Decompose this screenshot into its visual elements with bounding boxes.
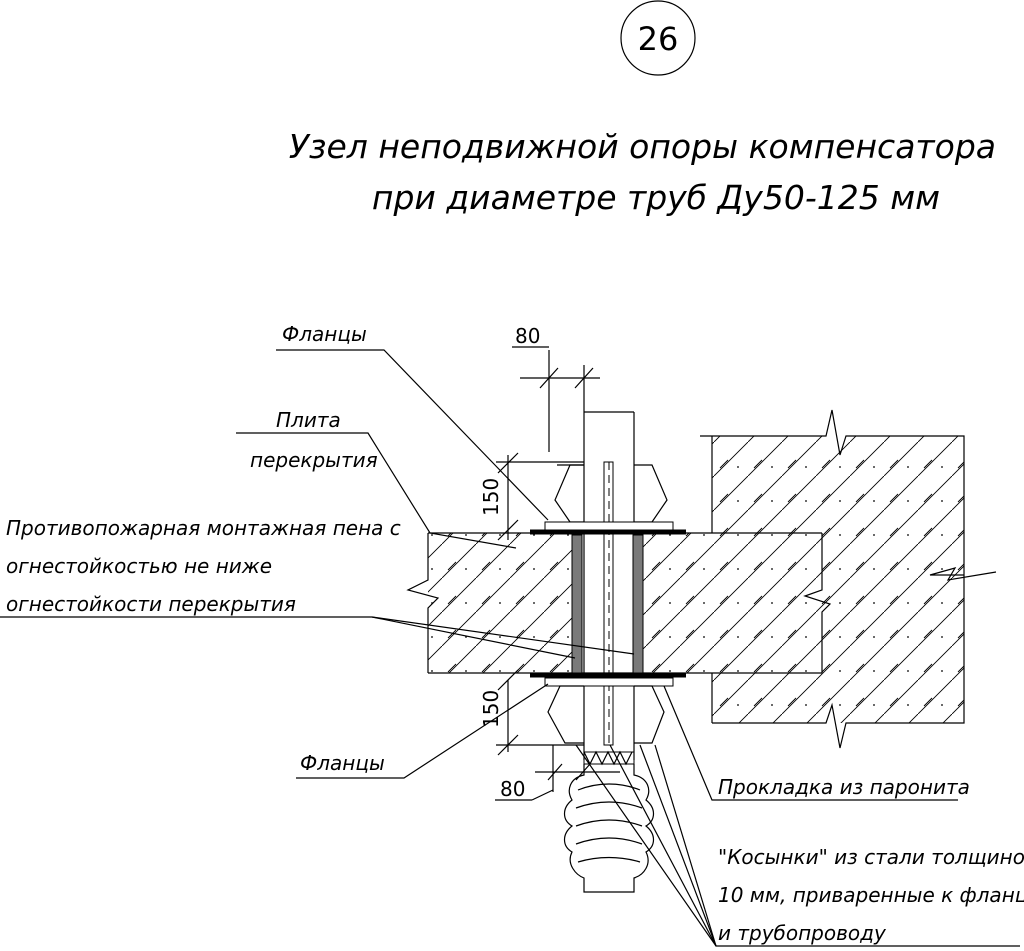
dim-bottom-height: 150 [479,690,503,728]
bellows-compensator [563,764,655,893]
label-foam-line3: огнестойкости перекрытия [6,592,296,616]
floor-slab [406,532,822,674]
label-gussets-line2: 10 мм, приваренные к фланцу [718,883,1024,907]
flanges [530,521,686,687]
label-gasket: Прокладка из паронита [718,775,970,799]
label-gussets-line1: "Косынки" из стали толщиной [718,845,1024,869]
label-gussets-line3: и трубопроводу [718,921,887,945]
drawing-title-line1: Узел неподвижной опоры компенсатора [289,127,996,166]
label-foam-line1: Противопожарная монтажная пена с [6,516,401,540]
bottom-gussets [547,685,665,766]
drawing-title-line2: при диаметре труб Ду50-125 мм [372,178,940,217]
dim-top-width: 80 [515,324,540,348]
dimension-lines [495,346,620,801]
label-foam-line2: огнестойкостью не ниже [6,554,272,578]
dim-bottom-width: 80 [500,777,525,801]
label-flanges-bottom: Фланцы [300,751,385,775]
label-slab-line1: Плита [276,408,341,432]
top-gussets [554,464,668,523]
label-slab-line2: перекрытия [250,448,378,472]
leader-lines [0,349,1020,947]
dim-top-height: 150 [479,478,503,516]
fire-foam-fill [571,534,644,674]
wall-section [700,409,997,749]
sheet-number-badge: 26 [620,0,696,76]
label-flanges-top: Фланцы [282,322,367,346]
sheet-number: 26 [638,20,679,58]
pipe [583,411,635,760]
